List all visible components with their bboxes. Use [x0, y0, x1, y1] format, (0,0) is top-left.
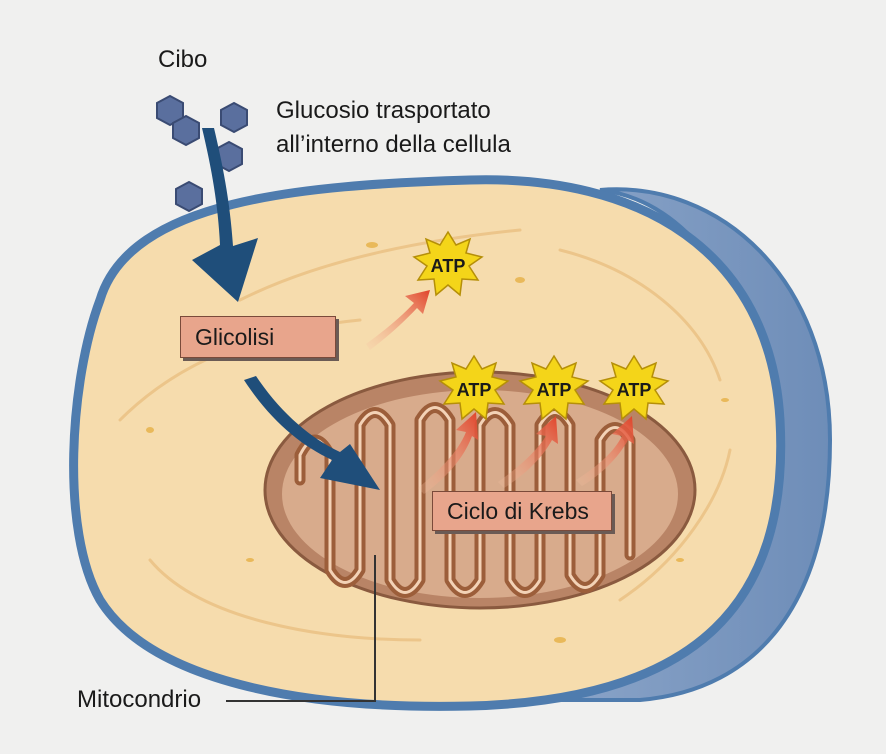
atp-star-krebs-1: ATP: [438, 354, 510, 421]
atp-star-glycolysis: ATP: [412, 230, 484, 297]
pyruvate-arrow-icon: [244, 376, 380, 490]
glucose-label-line-1: Glucosio trasportato: [276, 97, 491, 124]
mitochondrion-label: Mitocondrio: [77, 686, 202, 713]
atp-star-icon: [438, 354, 510, 421]
atp-star-icon: [518, 354, 590, 421]
atp-star-icon: [598, 354, 670, 421]
glycolysis-box: Glicolisi: [180, 316, 336, 358]
glucose-molecules: [156, 94, 248, 213]
food-label: Cibo: [158, 46, 208, 73]
glucose-transport-label: Glucosio trasportato all’interno della c…: [276, 94, 511, 162]
atp-star-krebs-2: ATP: [518, 354, 590, 421]
energy-arrows: [366, 290, 634, 494]
energy-arrow-icon: [498, 416, 558, 488]
atp-label: ATP: [457, 380, 492, 400]
krebs-cycle-box: Ciclo di Krebs: [432, 491, 612, 531]
energy-arrow-icon: [366, 290, 430, 350]
mitochondrion-leader-line: [226, 555, 376, 702]
glucose-hexagon-icon: [156, 94, 184, 127]
atp-label: ATP: [537, 380, 572, 400]
atp-star-krebs-3: ATP: [598, 354, 670, 421]
glucose-hexagon-icon: [175, 180, 203, 213]
atp-stars: ATP ATP ATP ATP: [412, 230, 670, 421]
glucose-label-line-2: all’interno della cellula: [276, 131, 511, 158]
energy-arrow-icon: [418, 412, 478, 494]
atp-star-icon: [412, 230, 484, 297]
atp-label: ATP: [617, 380, 652, 400]
glucose-hexagon-icon: [172, 114, 200, 147]
energy-arrow-icon: [576, 416, 634, 486]
glucose-hexagon-icon: [220, 101, 248, 134]
cytoplasm-granules: [146, 242, 729, 643]
glucose-entry-arrow-icon: [192, 128, 258, 302]
atp-label: ATP: [431, 256, 466, 276]
